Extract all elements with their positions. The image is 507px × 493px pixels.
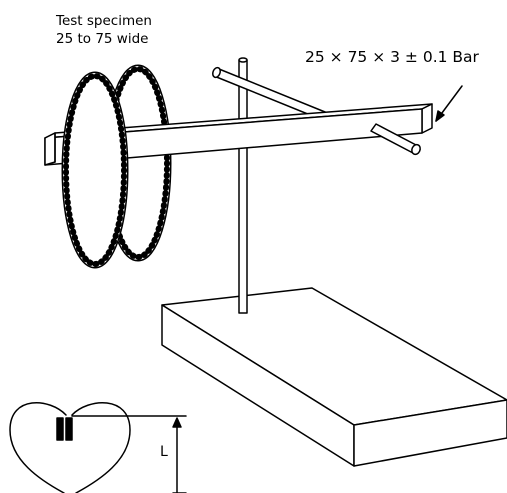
horizontal-bar — [44, 103, 433, 166]
front-pin — [370, 123, 421, 156]
bar-dimension-label: 25 × 75 × 3 ± 0.1 Bar — [305, 48, 479, 66]
specimen-front-ring — [61, 71, 129, 269]
support-rod — [238, 57, 248, 314]
bar-pointer-arrow — [435, 85, 463, 122]
length-label: L — [160, 444, 168, 460]
specimen-label-line-1: Test specimen — [56, 13, 152, 29]
specimen-section-inset — [9, 402, 187, 493]
base-block — [161, 287, 507, 467]
specimen-label-line-2: 25 to 75 wide — [56, 31, 149, 47]
